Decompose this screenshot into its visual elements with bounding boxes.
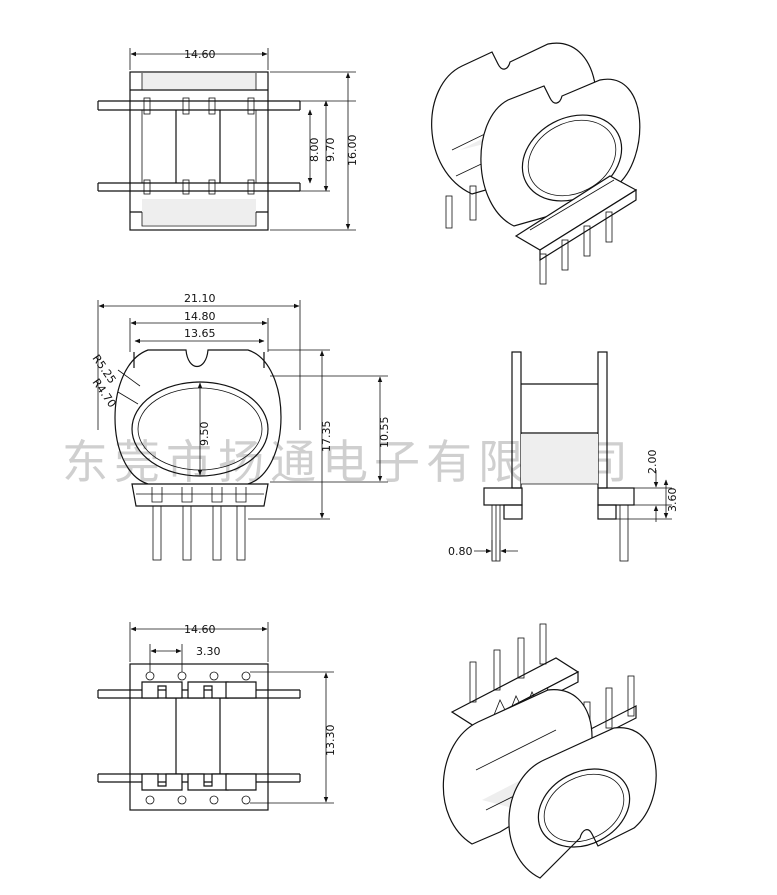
base-step-label: 2.00 <box>646 450 659 475</box>
front-total-height-label: 17.35 <box>320 421 333 453</box>
bottom-height-label: 13.30 <box>324 725 337 757</box>
top-view: 14.60 8.00 9.70 16.00 <box>97 48 359 231</box>
pin-pitch-label: 3.30 <box>196 645 221 658</box>
top-inner-height-label: 8.00 <box>308 138 321 163</box>
iso-view-top <box>431 42 641 285</box>
bottom-view: 14.60 3.30 13.30 <box>97 622 337 811</box>
front-inner-width-label: 13.65 <box>184 327 216 340</box>
front-total-width-label: 21.10 <box>184 292 216 305</box>
front-flange-width-label: 14.80 <box>184 310 216 323</box>
iso-view-bottom <box>442 623 657 879</box>
bottom-width-label: 14.60 <box>184 623 216 636</box>
pin-width-label: 0.80 <box>448 545 473 558</box>
front-flange-height-label: 10.55 <box>378 417 391 449</box>
window-height-label: 9.50 <box>198 422 211 447</box>
top-width-label: 14.60 <box>184 48 216 61</box>
front-view: 21.10 14.80 13.65 R5.25 R4.70 9.50 17.35… <box>90 292 391 561</box>
top-mid-height-label: 9.70 <box>324 138 337 163</box>
side-view: 2.00 3.60 0.80 <box>448 351 679 562</box>
top-total-height-label: 16.00 <box>346 135 359 167</box>
base-height-label: 3.60 <box>666 488 679 513</box>
